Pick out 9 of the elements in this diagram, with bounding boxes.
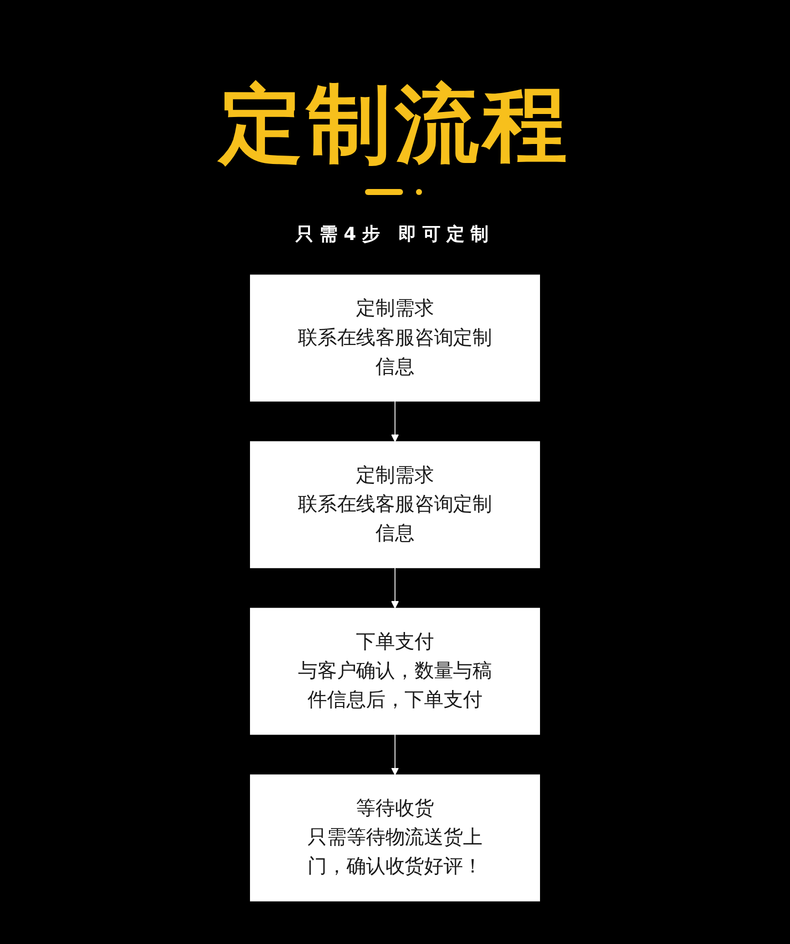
title: 定制流程 [219,78,571,170]
node-box: 定制需求 联系在线客服咨询定制信息 [250,442,540,569]
arrow [391,734,399,776]
subtitle: 只需4步 即可定制 [296,223,494,246]
node-box: 等待收货 只需等待物流送货上门，确认收货好评！ [250,774,540,902]
arrow [391,568,399,610]
node-box: 下单支付 与客户确认，数量与稿件信息后，下单支付 [250,608,540,736]
arrow [391,401,399,442]
node-box: 定制需求 联系在线客服咨询定制信息 [250,275,540,402]
